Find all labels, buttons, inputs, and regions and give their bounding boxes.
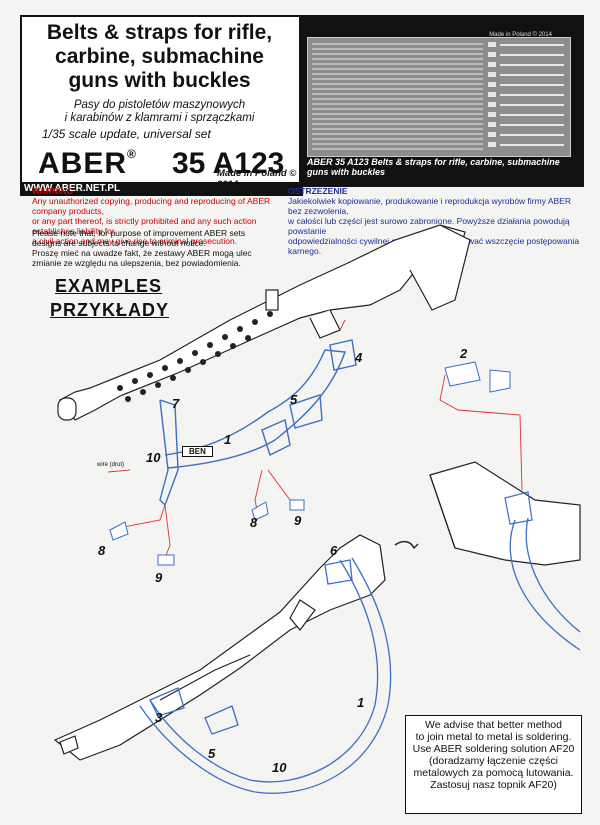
- warning-line-3: a civil action and may give rise to crim…: [32, 236, 238, 246]
- wire-label: wire (drut): [97, 462, 125, 468]
- callout-5-rifle: 5: [208, 746, 216, 761]
- etch-parts-graphic: [312, 42, 564, 150]
- callout-1-mg: 1: [224, 432, 232, 447]
- title-line-2: carbine, submachine: [55, 45, 264, 68]
- callout-8-mid: 8: [250, 515, 258, 530]
- registered-mark: ®: [127, 147, 137, 161]
- brand-name: ABER: [38, 147, 128, 180]
- sheet-made-text: Made in Poland © 2014: [489, 32, 552, 38]
- scale-text: 1/35 scale update, universal set: [42, 127, 211, 141]
- mg-strap: [159, 339, 357, 507]
- ben-label: BEN: [182, 446, 213, 457]
- callout-3: 3: [155, 710, 163, 725]
- subtitle-pl-1: Pasy do pistoletów maszynowych: [73, 99, 246, 111]
- rifle-butt-drawing: [429, 461, 581, 566]
- ostrzezenie-heading: OSTRZEZENIE: [288, 186, 348, 196]
- notice-line-3: Proszę mieć na uwadze fakt, że zestawy A…: [32, 248, 252, 258]
- sheet-caption: ABER 35 A123 Belts & straps for rifle, c…: [307, 157, 560, 177]
- warning-line-1: Any unauthorized copying, producing and …: [32, 196, 271, 216]
- brand-logo: ABER®: [38, 147, 137, 181]
- advice-line-3: Use ABER soldering solution AF20: [412, 743, 575, 755]
- advice-line-6: Zastosuj nasz topnik AF20): [430, 779, 557, 791]
- arrow-icon: [394, 540, 419, 550]
- callout-2: 2: [460, 346, 468, 361]
- title-line-1: Belts & straps for rifle,: [46, 21, 273, 44]
- callout-5-mg: 5: [290, 392, 298, 407]
- examples-heading: EXAMPLES: [55, 276, 163, 296]
- advice-line-1: We advise that better method: [425, 719, 562, 731]
- website-bar: WWW.ABER.NET.PL: [20, 182, 303, 196]
- ostrzezenie-line-2: w całości lub części jest surowo zabroni…: [288, 216, 570, 236]
- subtitle-pl-2: i karabinów z klamrami i sprzączkami: [64, 112, 255, 124]
- callout-10-rifle: 10: [272, 760, 287, 775]
- advice-line-4: (doradzamy łączenie części: [429, 755, 558, 767]
- small-parts: [109, 361, 511, 566]
- callout-4: 4: [355, 350, 363, 365]
- etch-fret: [307, 37, 571, 157]
- title-line-3: guns with buckles: [68, 69, 251, 92]
- przyklady-heading: PRZYKŁADY: [50, 300, 170, 320]
- notice-line-4: zmianie ze względu na ulepszenia, bez po…: [32, 258, 241, 268]
- catalog-number: 35 A123: [172, 147, 285, 180]
- warning-text: Any unauthorized copying, producing and …: [32, 196, 292, 246]
- notice-line-1: Please note that, for purpose of improve…: [32, 228, 246, 238]
- callout-8-left: 8: [98, 543, 106, 558]
- ostrzezenie-line-1: Jakiekolwiek kopiowanie, produkowanie i …: [288, 196, 571, 216]
- warning-line-2: or any part thereof, is strictly prohibi…: [32, 216, 257, 236]
- photo-etch-sheet: Made in Poland © 2014: [299, 17, 582, 185]
- warning-heading: WARNING: [32, 186, 74, 196]
- change-notice: Please note that, for purpose of improve…: [32, 228, 252, 268]
- soldering-advice-box: We advise that better method to join met…: [405, 715, 582, 814]
- rifle-butt-strap: [509, 517, 581, 651]
- title-panel: Belts & straps for rifle, carbine, subma…: [20, 17, 303, 196]
- rifle-drawing: [53, 534, 386, 761]
- instruction-header: Belts & straps for rifle, carbine, subma…: [20, 15, 584, 196]
- callout-9-left: 9: [155, 570, 163, 585]
- callout-9-mid: 9: [294, 513, 302, 528]
- notice-line-2: designs are subjects to change without n…: [32, 238, 206, 248]
- callout-7: 7: [172, 396, 180, 411]
- machine-gun-drawing: [57, 224, 471, 421]
- callout-6: 6: [330, 543, 338, 558]
- advice-line-2: to join metal to metal is soldering.: [415, 731, 572, 743]
- callout-1-rifle: 1: [357, 695, 365, 710]
- advice-line-5: metalowych za pomocą lutowania.: [413, 767, 574, 779]
- callout-10-mg: 10: [146, 450, 161, 465]
- rifle-strap: [139, 557, 392, 794]
